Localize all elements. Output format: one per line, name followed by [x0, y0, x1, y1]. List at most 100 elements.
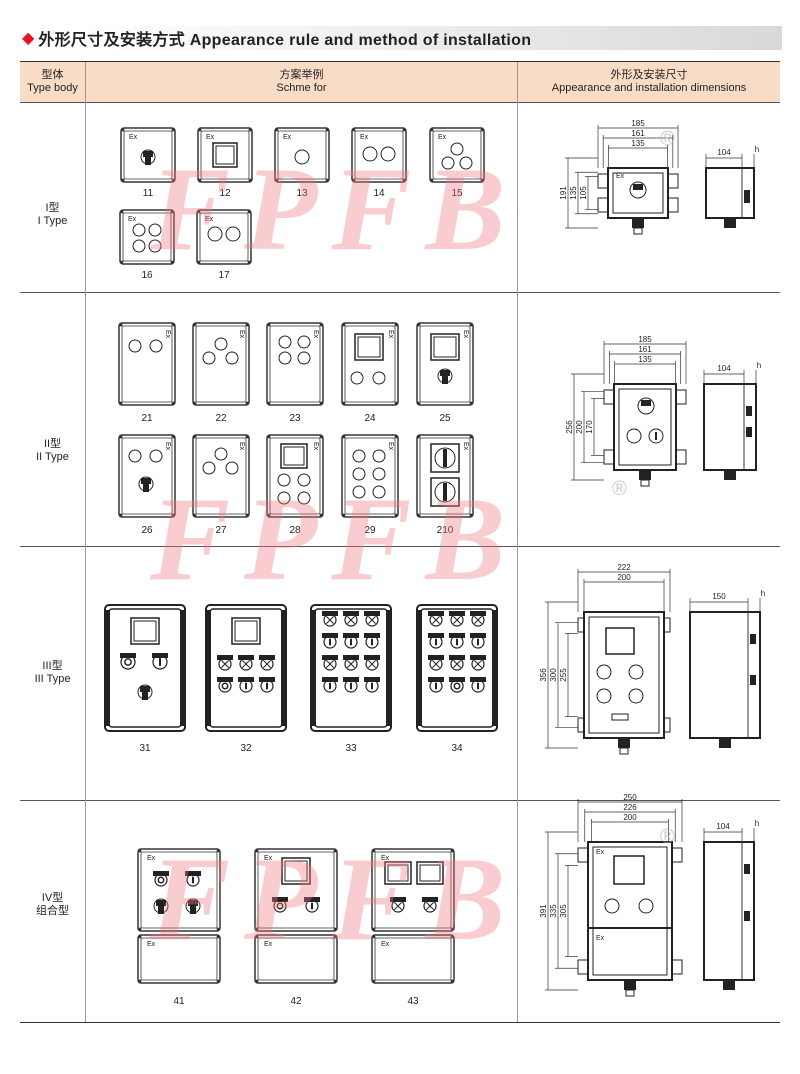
dimension-value: 161: [631, 129, 645, 138]
enclosure-scheme-r1-4: Ex: [429, 127, 485, 183]
ex-mark: Ex: [205, 216, 214, 223]
scheme-code: 24: [364, 413, 376, 424]
scheme-code: 31: [139, 743, 151, 754]
ex-mark: Ex: [206, 134, 215, 141]
ex-mark: Ex: [381, 941, 390, 948]
dimension-value: 335: [549, 904, 558, 918]
indicator-light: [149, 449, 163, 463]
enclosure-outline: [671, 959, 683, 975]
enclosure-outline: [675, 389, 687, 405]
meter-window: [212, 142, 238, 168]
indicator-light: [278, 335, 292, 349]
ex-mark: Ex: [462, 442, 469, 451]
indicator-light: [148, 223, 162, 237]
indicator-light: [297, 335, 311, 349]
indicator-light: [148, 239, 162, 253]
scheme-code: 43: [407, 996, 419, 1007]
ex-mark: Ex: [164, 442, 171, 451]
row-divider-1: [20, 292, 780, 293]
enclosure-scheme-r3-3: [416, 604, 498, 732]
meter-window: [430, 333, 460, 361]
ex-mark: Ex: [164, 330, 171, 339]
dimension-value: 250: [623, 793, 637, 802]
scheme-code: 42: [290, 996, 302, 1007]
indicator-light: [441, 156, 455, 170]
indicator-light: [297, 473, 311, 487]
enclosure-scheme-r4-top-1: Ex: [254, 848, 338, 932]
scheme-code: 27: [215, 525, 227, 536]
indicator-light: [352, 449, 366, 463]
indicator-light: [225, 226, 241, 242]
scheme-code: 29: [364, 525, 376, 536]
meter-window: [384, 861, 412, 885]
ex-mark: Ex: [312, 330, 319, 339]
diamond-icon: ◆: [22, 30, 35, 47]
enclosure-outline: [597, 197, 609, 213]
dimension-value: 222: [617, 563, 631, 572]
scheme-code: 25: [439, 413, 451, 424]
ex-mark: Ex: [264, 855, 273, 862]
scheme-code: 34: [451, 743, 463, 754]
enclosure-scheme-r2-3: Ex: [341, 322, 399, 406]
meter-window: [354, 333, 384, 361]
ex-mark: Ex: [438, 134, 447, 141]
enclosure-scheme-r4-bot-1: Ex: [254, 934, 338, 984]
enclosure-outline: [597, 173, 609, 189]
registered-mark: ®: [660, 128, 675, 150]
scheme-code: 33: [345, 743, 357, 754]
enclosure-scheme-r2-1: Ex: [192, 322, 250, 406]
dimension-value: 200: [623, 813, 637, 822]
indicator-light: [132, 239, 146, 253]
column-divider-1: [85, 62, 86, 1022]
ex-mark: Ex: [360, 134, 369, 141]
section-title: ◆ 外形尺寸及安装方式 Appearance rule and method o…: [22, 26, 782, 50]
indicator-light: [350, 371, 364, 385]
indicator-light: [277, 473, 291, 487]
enclosure-scheme-r1-3: Ex: [351, 127, 407, 183]
indicator-light: [277, 491, 291, 505]
enclosure-scheme-r3-1: [205, 604, 287, 732]
dimension-value: 135: [569, 186, 578, 200]
table-bottom-line: [20, 1022, 780, 1023]
ex-mark: Ex: [616, 173, 625, 180]
dimension-value: 200: [575, 420, 584, 434]
indicator-light: [202, 351, 216, 365]
ex-mark: Ex: [128, 216, 137, 223]
row-divider-2: [20, 546, 780, 547]
indicator-light: [380, 146, 396, 162]
scheme-code: 28: [289, 525, 301, 536]
scheme-code: 23: [289, 413, 301, 424]
enclosure-scheme-r4-bot-2: Ex: [371, 934, 455, 984]
scheme-code: 21: [141, 413, 153, 424]
scheme-code: 12: [219, 188, 231, 199]
enclosure-scheme-r4-top-0: Ex: [137, 848, 221, 932]
meter-window: [281, 857, 311, 885]
meter-window: [130, 617, 160, 645]
ex-mark: Ex: [381, 855, 390, 862]
svg-text:Ex: Ex: [596, 849, 605, 856]
indicator-light: [459, 156, 473, 170]
enclosure-outline: [603, 449, 615, 465]
scheme-code: 32: [240, 743, 252, 754]
scheme-code: 41: [173, 996, 185, 1007]
meter-window: [280, 443, 308, 469]
enclosure-scheme-r1-6: Ex: [196, 209, 252, 265]
dimension-value: 200: [617, 573, 631, 582]
enclosure-outline: [577, 847, 589, 863]
indicator-light: [225, 461, 239, 475]
registered-mark: ®: [612, 478, 627, 500]
scheme-code: 22: [215, 413, 227, 424]
enclosure-scheme-r3-0: [104, 604, 186, 732]
enclosure-scheme-r2-6: Ex: [192, 434, 250, 518]
dimension-value: 135: [638, 355, 652, 364]
indicator-light: [214, 337, 228, 351]
indicator-light: [372, 467, 386, 481]
dimension-value: 305: [559, 904, 568, 918]
enclosure-scheme-r2-7: Ex: [266, 434, 324, 518]
svg-text:Ex: Ex: [596, 935, 605, 942]
scheme-code: 210: [436, 525, 454, 536]
meter-window: [416, 861, 444, 885]
